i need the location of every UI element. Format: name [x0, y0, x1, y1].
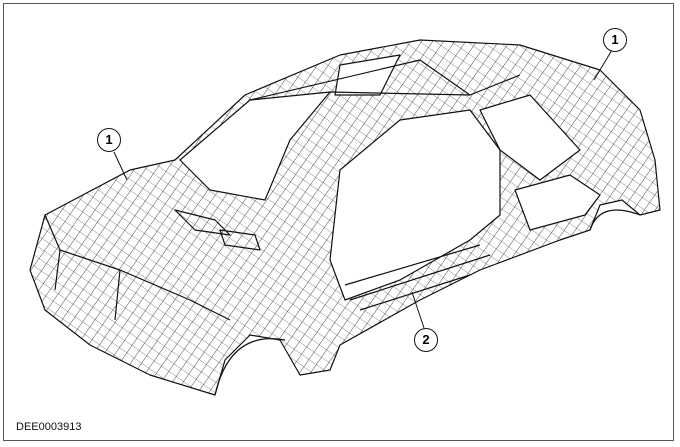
rear-window-opening — [479, 94, 581, 181]
sunroof-opening — [334, 54, 401, 96]
rear-quarter-opening — [514, 174, 601, 231]
callout-1-rear: 1 — [603, 28, 627, 52]
callout-2-sill: 2 — [414, 328, 438, 352]
door-opening — [329, 109, 501, 301]
callout-1-front: 1 — [97, 128, 121, 152]
figure-frame — [3, 3, 674, 441]
figure-code: DEE0003913 — [16, 421, 82, 433]
